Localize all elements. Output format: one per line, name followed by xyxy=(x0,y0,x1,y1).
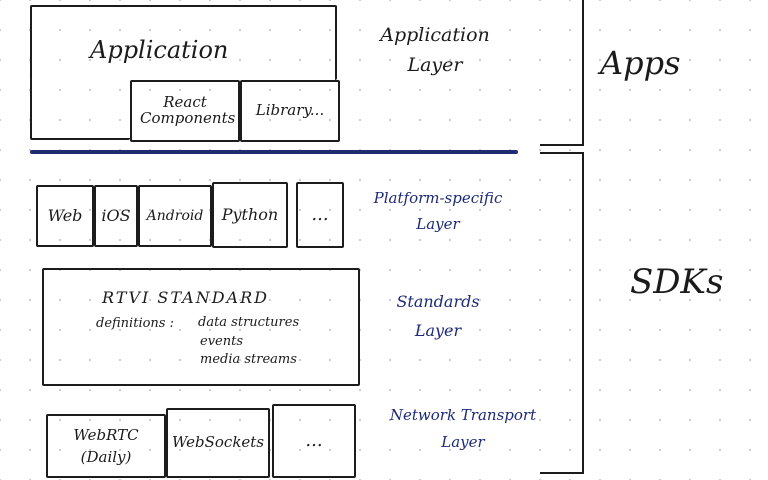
platform-more-box: ... xyxy=(296,182,344,248)
application-box xyxy=(30,5,337,80)
application-layer-label: Application Layer xyxy=(380,24,490,77)
library-label: Library... xyxy=(255,101,325,120)
platform-web-label: Web xyxy=(47,205,83,225)
transport-webrtc-label: WebRTC (Daily) xyxy=(73,425,139,467)
sdks-brace xyxy=(540,152,584,474)
application-lower-frame xyxy=(30,78,130,140)
definition-media-streams: media streams xyxy=(200,352,297,367)
react-components-box: React Components xyxy=(130,80,240,142)
transport-more-box: ... xyxy=(272,404,356,478)
platform-android-label: Android xyxy=(146,207,204,224)
apps-sdks-divider xyxy=(30,150,518,154)
platform-ios-box: iOS xyxy=(94,185,138,247)
transport-webrtc-box: WebRTC (Daily) xyxy=(46,414,166,478)
transport-more-label: ... xyxy=(305,429,323,451)
react-components-label: React Components xyxy=(140,93,236,127)
apps-brace xyxy=(540,0,584,146)
library-box: Library... xyxy=(240,80,340,142)
platform-more-label: ... xyxy=(311,203,329,225)
rtvi-standard-title: RTVI STANDARD xyxy=(102,288,269,307)
platform-python-label: Python xyxy=(221,204,279,224)
platform-layer-label: Platform-specific Layer xyxy=(373,189,503,233)
platform-android-box: Android xyxy=(138,185,212,247)
platform-python-box: Python xyxy=(212,182,288,248)
definitions-label: definitions : xyxy=(96,316,174,331)
platform-ios-label: iOS xyxy=(101,205,131,225)
platform-web-box: Web xyxy=(36,185,94,247)
apps-label: Apps xyxy=(600,44,681,82)
transport-websockets-label: WebSockets xyxy=(171,433,265,452)
network-layer-label: Network Transport Layer xyxy=(389,406,537,451)
sdks-label: SDKs xyxy=(630,262,724,302)
standards-layer-label: Standards Layer xyxy=(396,292,480,340)
definition-events: events xyxy=(200,334,243,349)
transport-websockets-box: WebSockets xyxy=(166,408,270,478)
application-label: Application xyxy=(90,36,229,64)
rtvi-standard-box xyxy=(42,268,360,386)
definition-data-structures: data structures xyxy=(198,315,300,330)
